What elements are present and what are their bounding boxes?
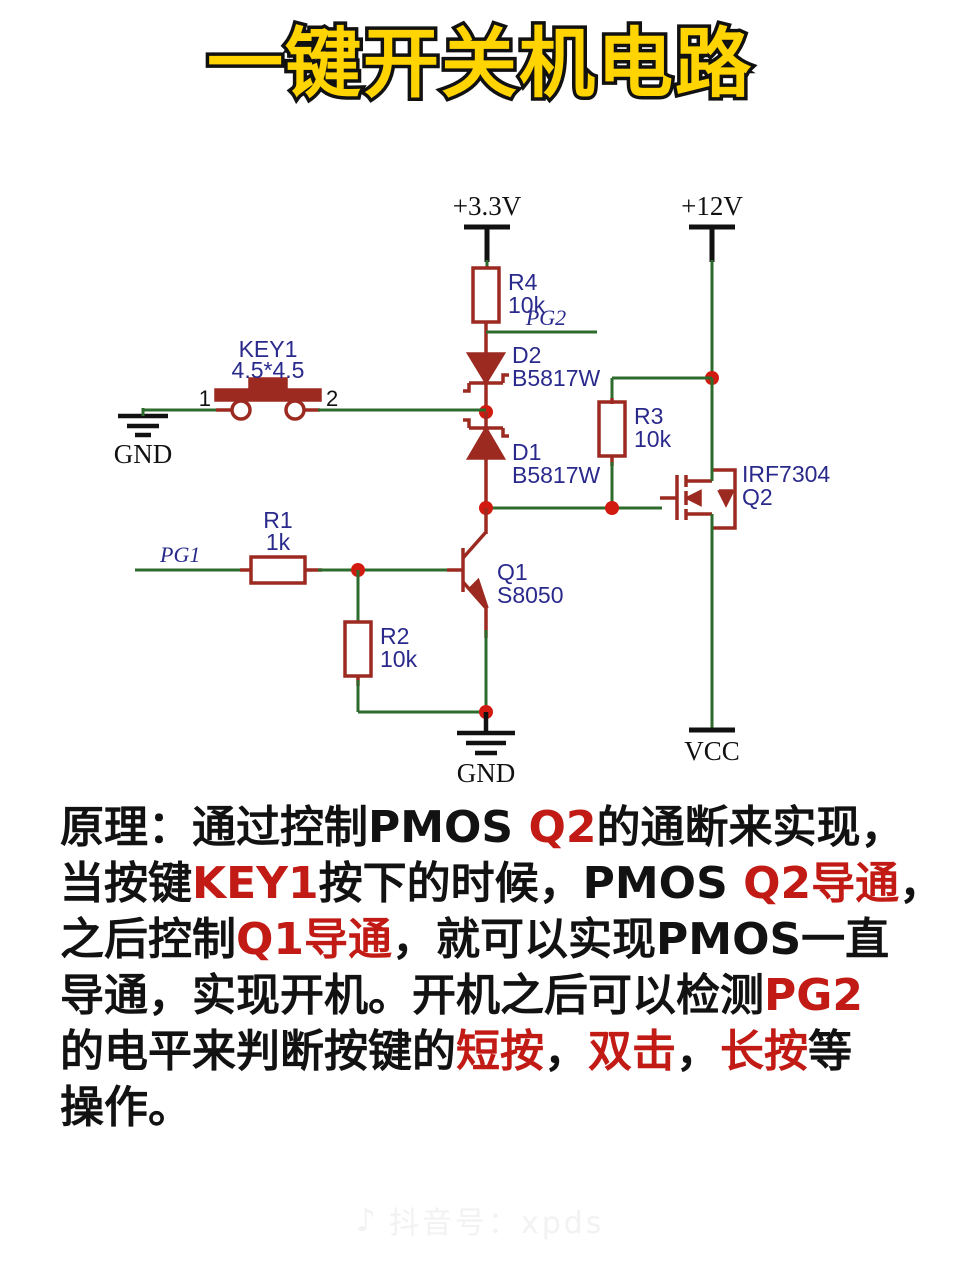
- explanation-run: 等: [808, 1026, 852, 1077]
- q2-ref: Q2: [742, 484, 773, 510]
- r1-ref: R1: [263, 507, 292, 533]
- gnd-bottom-label: GND: [457, 758, 516, 788]
- key1-value: 4.5*4.5: [232, 357, 305, 383]
- explanation-highlight: Q1导通: [236, 914, 393, 965]
- music-note-icon: ♪: [355, 1201, 379, 1239]
- resistor-r4: R4 10k: [471, 266, 546, 342]
- q2-value: IRF7304: [742, 461, 830, 487]
- explanation-line-4: 导通，实现开机。开机之后可以检测PG2: [60, 968, 910, 1024]
- vcc-label: VCC: [684, 736, 740, 766]
- gnd-left-label: GND: [114, 439, 173, 469]
- key1-ref: KEY1: [239, 336, 298, 362]
- explanation-run: 的通断来实现，: [596, 802, 905, 853]
- d1-value: B5817W: [512, 462, 601, 488]
- net-pg2: PG2: [486, 305, 597, 334]
- transistor-q1: Q1 S8050: [447, 508, 564, 638]
- r2-ref: R2: [380, 623, 409, 649]
- d2-value: B5817W: [512, 365, 601, 391]
- explanation-highlight: PG2: [764, 970, 863, 1021]
- explanation-line-6: 操作。: [60, 1080, 910, 1136]
- r3-value: 10k: [634, 426, 672, 452]
- resistor-r1: R1 1k: [249, 507, 322, 585]
- power-label-12v: +12V: [681, 191, 743, 221]
- watermark: ♪ 抖音号：xpds: [0, 1198, 960, 1242]
- explanation-line-3: 之后控制Q1导通，就可以实现PMOS一直: [60, 912, 910, 968]
- resistor-r3: R3 10k: [597, 398, 672, 466]
- explanation-highlight: 双击: [588, 1026, 676, 1077]
- diode-d1: D1 B5817W: [463, 412, 601, 508]
- power-symbol-12v: +12V: [681, 191, 743, 262]
- watermark-text: 抖音号：xpds: [388, 1206, 605, 1241]
- pg1-label: PG1: [159, 542, 200, 567]
- junction-gate-node: [605, 501, 619, 515]
- title-banner: 一键开关机电路: [0, 18, 960, 108]
- explanation-run: 之后控制: [60, 914, 236, 965]
- r2-value: 10k: [380, 646, 418, 672]
- r3-ref: R3: [634, 403, 663, 429]
- r4-ref: R4: [508, 269, 538, 295]
- explanation-highlight: KEY1: [192, 858, 319, 909]
- r4-value: 10k: [508, 292, 546, 318]
- explanation-line-2: 当按键KEY1按下的时候，PMOS Q2导通，: [60, 856, 943, 912]
- page-title: 一键开关机电路: [204, 18, 755, 108]
- explanation-run: ，: [899, 858, 944, 909]
- power-symbol-gnd-bottom: GND: [457, 712, 516, 788]
- mosfet-q2: IRF7304 Q2: [660, 461, 830, 530]
- explanation-run: ，就可以实现PMOS一直: [392, 914, 890, 965]
- d1-ref: D1: [512, 439, 541, 465]
- explanation-run: 按下的时候，PMOS: [318, 858, 744, 909]
- power-symbol-3v3: +3.3V: [453, 191, 522, 262]
- explanation-run: ，: [544, 1026, 588, 1077]
- explanation-run: 的电平来判断按键的: [60, 1026, 456, 1077]
- q1-value: S8050: [497, 582, 564, 608]
- explanation-text: 原理：通过控制PMOS Q2的通断来实现，当按键KEY1按下的时候，PMOS Q…: [60, 800, 943, 1136]
- explanation-highlight: 长按: [720, 1026, 808, 1077]
- explanation-run: 操作。: [60, 1082, 192, 1133]
- explanation-run: 导通，实现开机。开机之后可以检测: [60, 970, 764, 1021]
- d2-ref: D2: [512, 342, 541, 368]
- power-symbol-gnd-left: GND: [114, 408, 173, 469]
- explanation-highlight: Q2: [528, 802, 597, 853]
- explanation-run: 原理：通过控制PMOS: [60, 802, 529, 853]
- explanation-run: ，: [676, 1026, 720, 1077]
- circuit-schematic: .wire { stroke: #2d6b2d; stroke-width: 3…: [0, 170, 960, 790]
- explanation-line-5: 的电平来判断按键的短按，双击，长按等: [60, 1024, 910, 1080]
- explanation-highlight: 短按: [456, 1026, 544, 1077]
- net-pg1: PG1: [135, 542, 247, 572]
- push-button-key1[interactable]: KEY1 4.5*4.5 1 2: [199, 336, 339, 421]
- explanation-highlight: Q2导通: [743, 858, 900, 909]
- power-symbol-vcc: VCC: [684, 727, 740, 766]
- resistor-r2: R2 10k: [343, 570, 418, 712]
- pg2-label: PG2: [525, 305, 566, 330]
- key1-pin2-label: 2: [326, 386, 338, 411]
- q1-ref: Q1: [497, 559, 528, 585]
- key1-pin1-label: 1: [199, 386, 211, 411]
- power-label-3v3: +3.3V: [453, 191, 522, 221]
- explanation-line-1: 原理：通过控制PMOS Q2的通断来实现，: [60, 800, 910, 856]
- r1-value: 1k: [266, 529, 291, 555]
- explanation-run: 当按键: [60, 858, 192, 909]
- diode-d2: D2 B5817W: [463, 342, 601, 408]
